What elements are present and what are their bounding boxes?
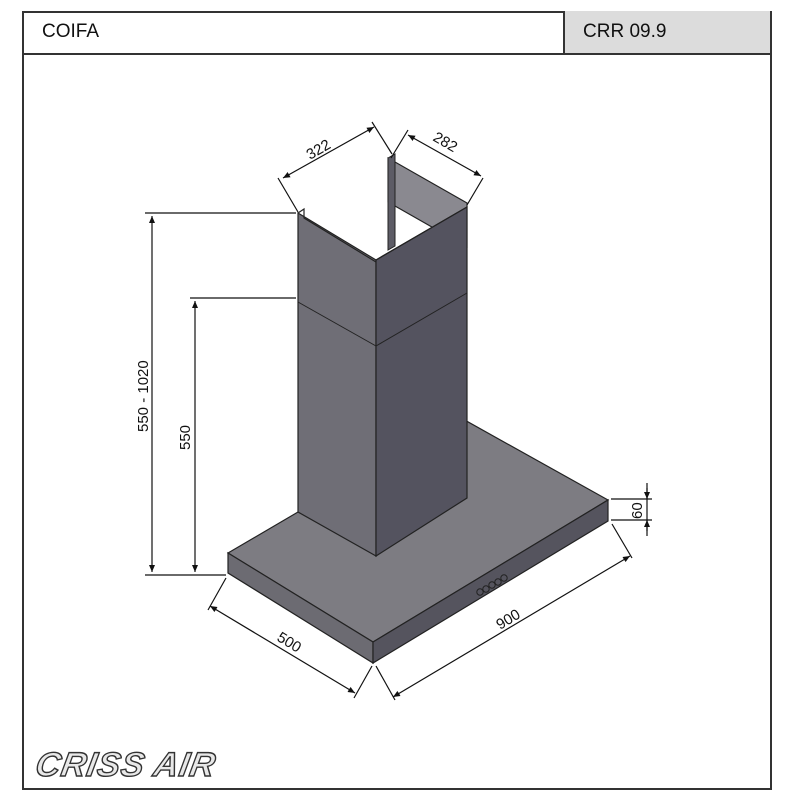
dimension-lines (145, 121, 652, 701)
chimney (297, 153, 468, 558)
dim-hood-depth: 500 (274, 629, 304, 656)
brand-logo: CRISS AIR (33, 746, 219, 784)
dim-chimney-width: 322 (304, 136, 334, 163)
drawing-frame (22, 11, 772, 790)
model-code-label: CRR 09.9 (563, 11, 770, 53)
dim-hood-width: 900 (493, 606, 523, 633)
product-type-label: COIFA (42, 21, 100, 42)
dim-lower-height: 550 (177, 425, 194, 450)
dim-hood-thickness: 60 (629, 502, 646, 519)
dim-chimney-depth: 282 (430, 129, 460, 156)
title-block (22, 11, 770, 55)
dim-total-height: 550 - 1020 (135, 360, 152, 432)
